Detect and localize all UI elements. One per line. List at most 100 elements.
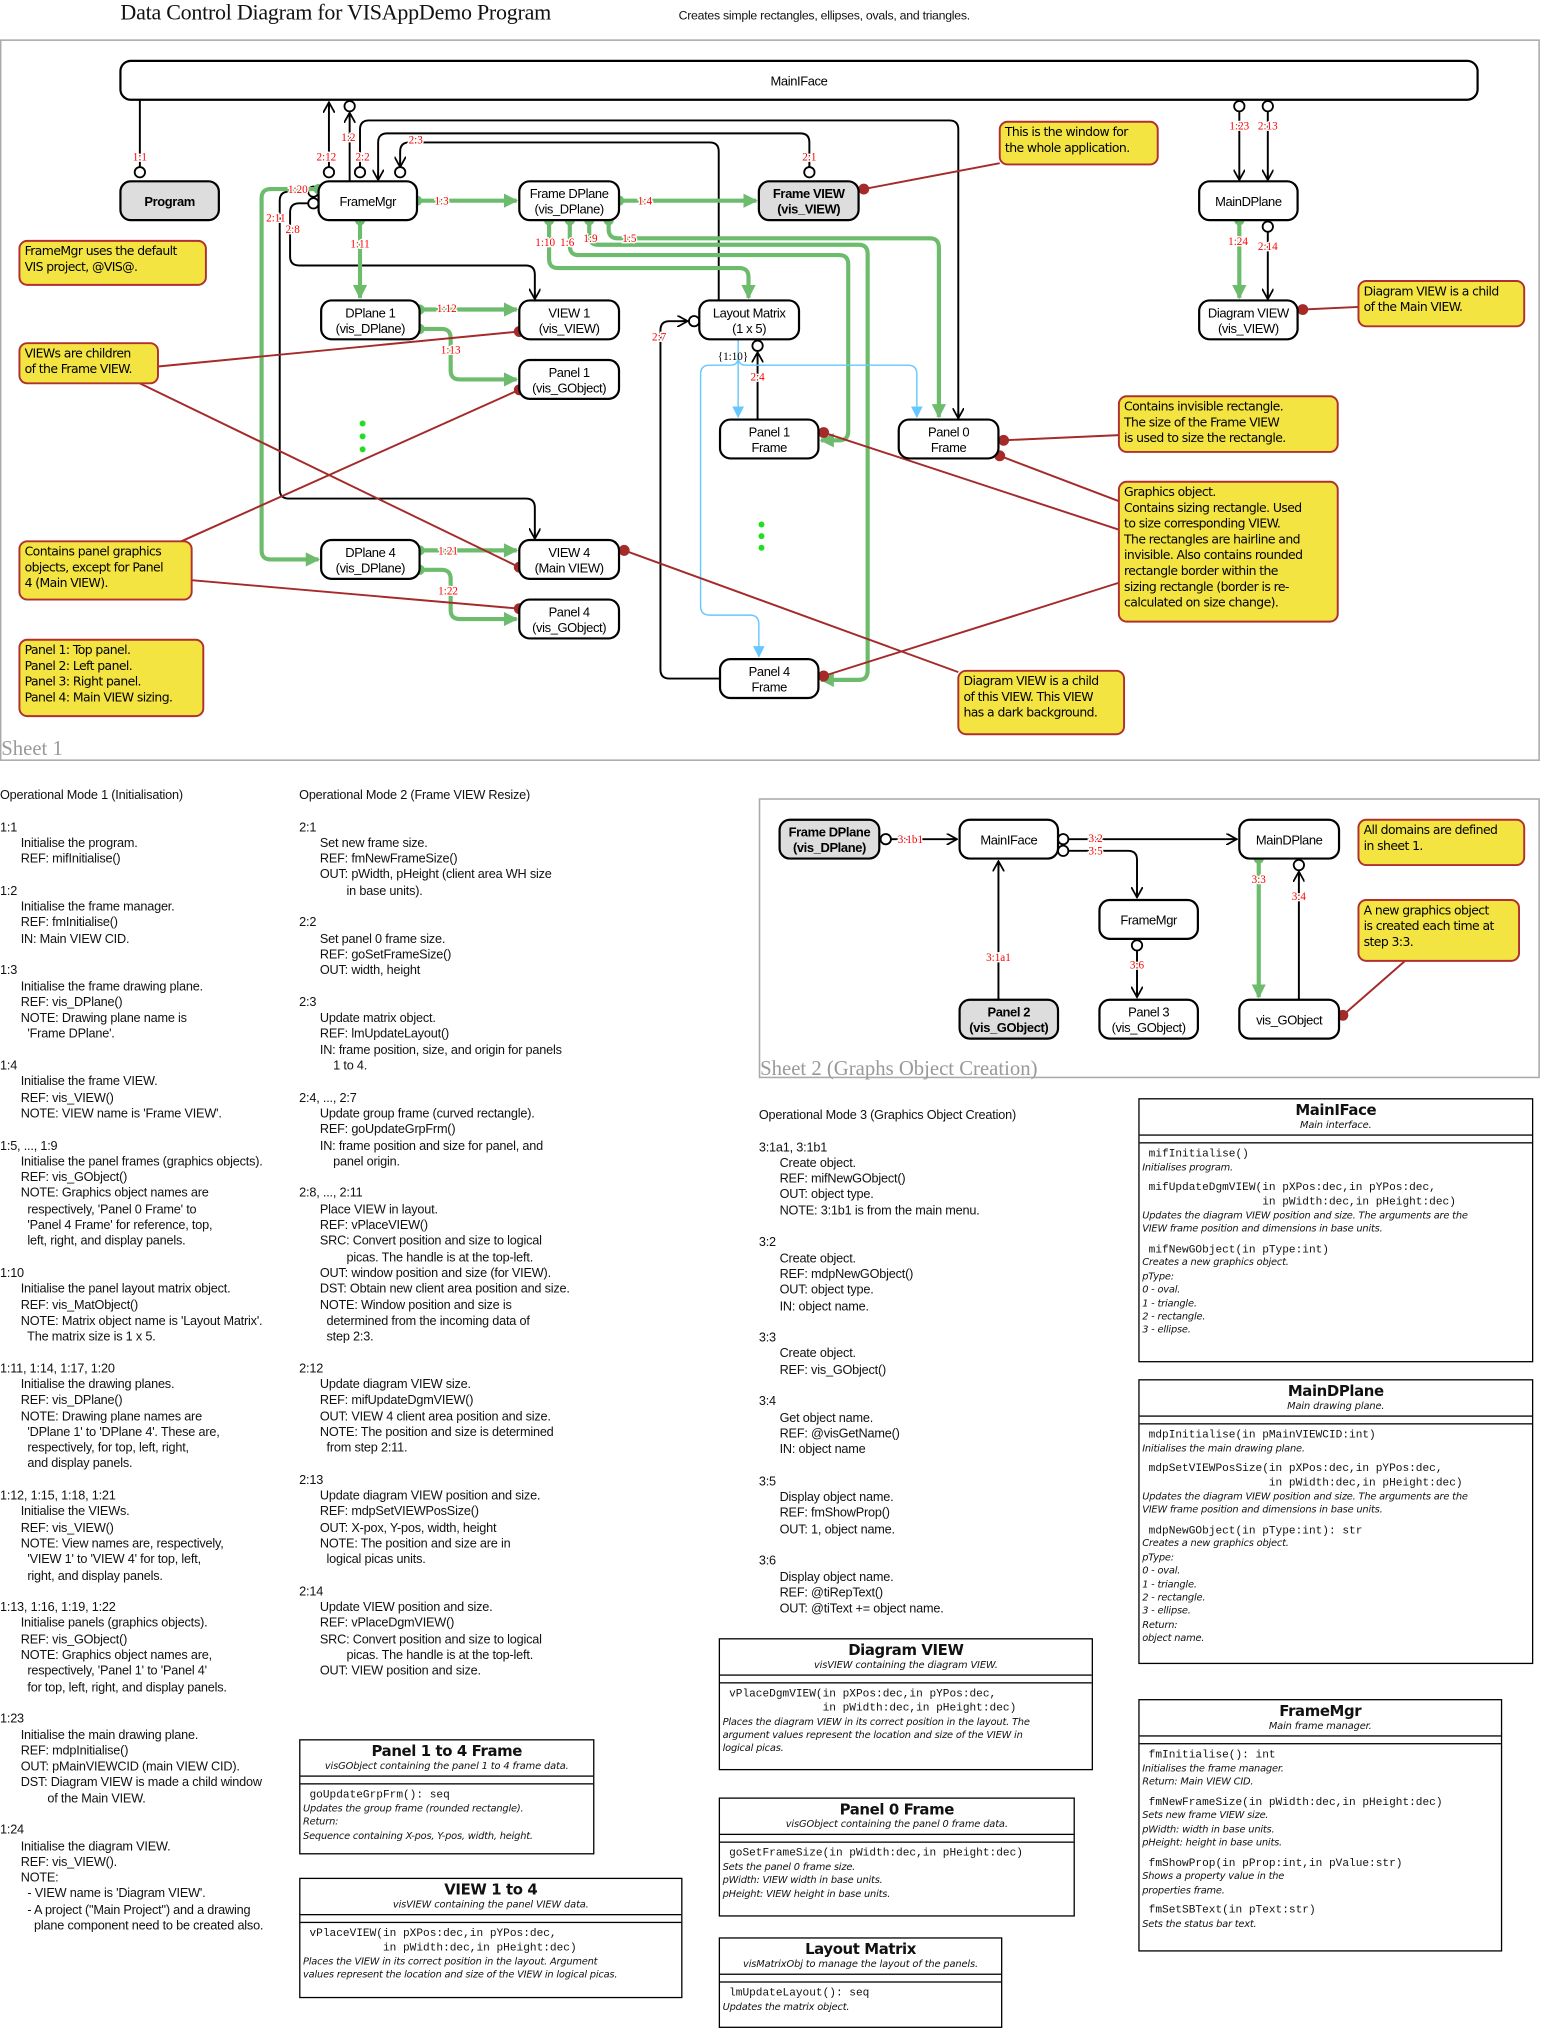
node-maindplane[interactable]: MainDPlane	[1198, 180, 1299, 222]
node-mainiface[interactable]: MainIFace	[119, 59, 1479, 101]
node-frameview[interactable]: Frame VIEW(vis_VIEW)	[757, 180, 860, 222]
node-framedplane[interactable]: Frame DPlane(vis_DPlane)	[518, 180, 621, 222]
class-title: Layout Matrix	[805, 1939, 916, 1959]
node-s2-framedplane[interactable]: Frame DPlane(vis_DPlane)	[778, 818, 881, 860]
method-description: pHeight: height in base units.	[1142, 1836, 1282, 1849]
blank-line	[299, 1680, 570, 1696]
note-text: VIEWs are children	[25, 345, 131, 360]
method-description: 1 - triangle.	[1142, 1578, 1197, 1590]
blank-line	[299, 1457, 570, 1473]
method-description: pType:	[1142, 1270, 1174, 1282]
step-detail-line: plane component need to be created also.	[20, 1919, 264, 1934]
node-label: Panel 1	[549, 365, 590, 380]
blank-line	[0, 868, 263, 884]
step-detail-line: Update VIEW position and size.	[319, 1600, 493, 1616]
step-detail-line: NOTE: Window position and size is	[319, 1298, 512, 1313]
method: vPlaceVIEW(in pXPos:dec,in pYPos:dec, in…	[303, 1927, 679, 1982]
step-detail-line: DST: Diagram VIEW is made a child window	[20, 1775, 262, 1791]
step-detail-line: REF: fmShowProp()	[779, 1506, 890, 1521]
step-label: 2:11	[266, 212, 285, 224]
note-link-panel1	[180, 388, 520, 543]
step-detail-line: OUT: window position and size (for VIEW)…	[319, 1266, 551, 1281]
source-circle-icon	[1233, 100, 1246, 113]
method-signature: fmNewFrameSize(in pWidth:dec,in pHeight:…	[1148, 1795, 1443, 1809]
node-s2-panel2[interactable]: Panel 2(vis_GObject)	[958, 998, 1060, 1040]
method-signature: mifUpdateDgmVIEW(in pXPos:dec,in pYPos:d…	[1148, 1181, 1436, 1195]
step-detail-line: REF: goSetFrameSize()	[319, 947, 452, 963]
step-label: 2:1	[802, 152, 816, 164]
method-description: Initialises program.	[1142, 1161, 1234, 1174]
step-id: 2:8, ..., 2:11	[299, 1186, 363, 1202]
source-circle-icon	[1261, 220, 1274, 233]
method-description: 3 - ellipse.	[1142, 1605, 1191, 1617]
method-description: Updates the diagram VIEW position and si…	[1142, 1490, 1468, 1502]
note-link-panel4frame	[823, 581, 1120, 677]
step-label: 1:21	[438, 545, 458, 557]
node-label: (vis_GObject)	[532, 620, 606, 635]
method-description: 2 - rectangle.	[1142, 1310, 1206, 1323]
sheet-2-label: Sheet 2 (Graphs Object Creation)	[760, 1058, 1037, 1080]
step-detail-line: REF: goUpdateGrpFrm()	[319, 1123, 456, 1138]
step-id: 1:2	[0, 884, 18, 899]
note-text: Panel 3: Right panel.	[25, 674, 141, 689]
source-circle-icon	[322, 166, 336, 179]
note-text: to size corresponding VIEW.	[1124, 516, 1280, 531]
node-s2-framemgr[interactable]: FrameMgr	[1098, 898, 1199, 940]
method-description: pWidth: width in base units.	[1142, 1823, 1275, 1835]
step-detail-line: NOTE: Graphics object names are	[20, 1186, 209, 1202]
method-signature: vPlaceVIEW(in pXPos:dec,in pYPos:dec,	[309, 1926, 557, 1940]
step-detail-line: NOTE: The position and size is determine…	[319, 1425, 554, 1440]
step-detail-line: REF: fmNewFrameSize()	[319, 852, 458, 867]
node-diagramview[interactable]: Diagram VIEW(vis_VIEW)	[1198, 299, 1299, 341]
note-link-panel4	[191, 579, 520, 610]
node-s2-panel3[interactable]: Panel 3(vis_GObject)	[1098, 998, 1199, 1040]
blank-line	[299, 1075, 570, 1091]
node-view4[interactable]: VIEW 4(Main VIEW)	[518, 538, 621, 580]
note-text: Panel 4: Main VIEW sizing.	[25, 689, 173, 704]
node-panel4[interactable]: Panel 4(vis_GObject)	[518, 598, 621, 640]
node-s2-maindplane[interactable]: MainDPlane	[1238, 818, 1341, 860]
note-link-frameview	[863, 162, 1000, 191]
step-detail-line: NOTE: 3:1b1 is from the main menu.	[779, 1204, 980, 1219]
step-detail-line: Initialise panels (graphics objects).	[20, 1616, 208, 1631]
attributes-compartment	[300, 1777, 594, 1785]
node-label: (vis_DPlane)	[336, 321, 405, 336]
note-text: is used to size the rectangle.	[1124, 430, 1286, 445]
node-framemgr[interactable]: FrameMgr	[317, 180, 419, 222]
node-layoutmatrix[interactable]: Layout Matrix(1 x 5)	[698, 299, 801, 341]
method-signature: mdpInitialise(in pMainVIEWCID:int)	[1148, 1428, 1376, 1442]
node-dplane1[interactable]: DPlane 1(vis_DPlane)	[320, 299, 421, 341]
step-detail-line: OUT: @tiText += object name.	[779, 1602, 944, 1617]
node-s2-mainiface[interactable]: MainIFace	[958, 818, 1060, 860]
method-signature: in pWidth:dec,in pHeight:dec)	[1148, 1195, 1456, 1209]
step-detail-line: 1 to 4.	[319, 1059, 368, 1074]
node-program[interactable]: Program	[119, 180, 220, 222]
node-label: DPlane 1	[345, 305, 395, 320]
step-detail-line: in base units).	[319, 884, 423, 899]
node-label: Panel 4	[549, 604, 590, 619]
step-detail-line: REF: mdpInitialise()	[20, 1744, 129, 1759]
step-detail-line: respectively, 'Panel 0 Frame' to	[20, 1202, 197, 1217]
note-text: Diagram VIEW is a child	[963, 673, 1098, 688]
class-subtitle: visVIEW containing the panel VIEW data.	[392, 1898, 589, 1911]
node-view1[interactable]: VIEW 1(vis_VIEW)	[518, 299, 621, 341]
flow-1-22	[419, 567, 519, 627]
node-panel1[interactable]: Panel 1(vis_GObject)	[518, 358, 621, 400]
ellipsis-dot-icon	[758, 521, 765, 528]
step-label: 3:1b1	[898, 834, 923, 846]
class-title: MainIFace	[1295, 1100, 1377, 1119]
source-circle-icon	[1057, 833, 1070, 846]
blank-line	[0, 1250, 263, 1266]
step-detail-line: REF: vis_GObject()	[779, 1363, 887, 1378]
node-dplane4[interactable]: DPlane 4(vis_DPlane)	[320, 538, 421, 580]
node-label: (vis_GObject)	[1112, 1020, 1186, 1035]
node-s2-visgobject[interactable]: vis_GObject	[1238, 998, 1341, 1040]
